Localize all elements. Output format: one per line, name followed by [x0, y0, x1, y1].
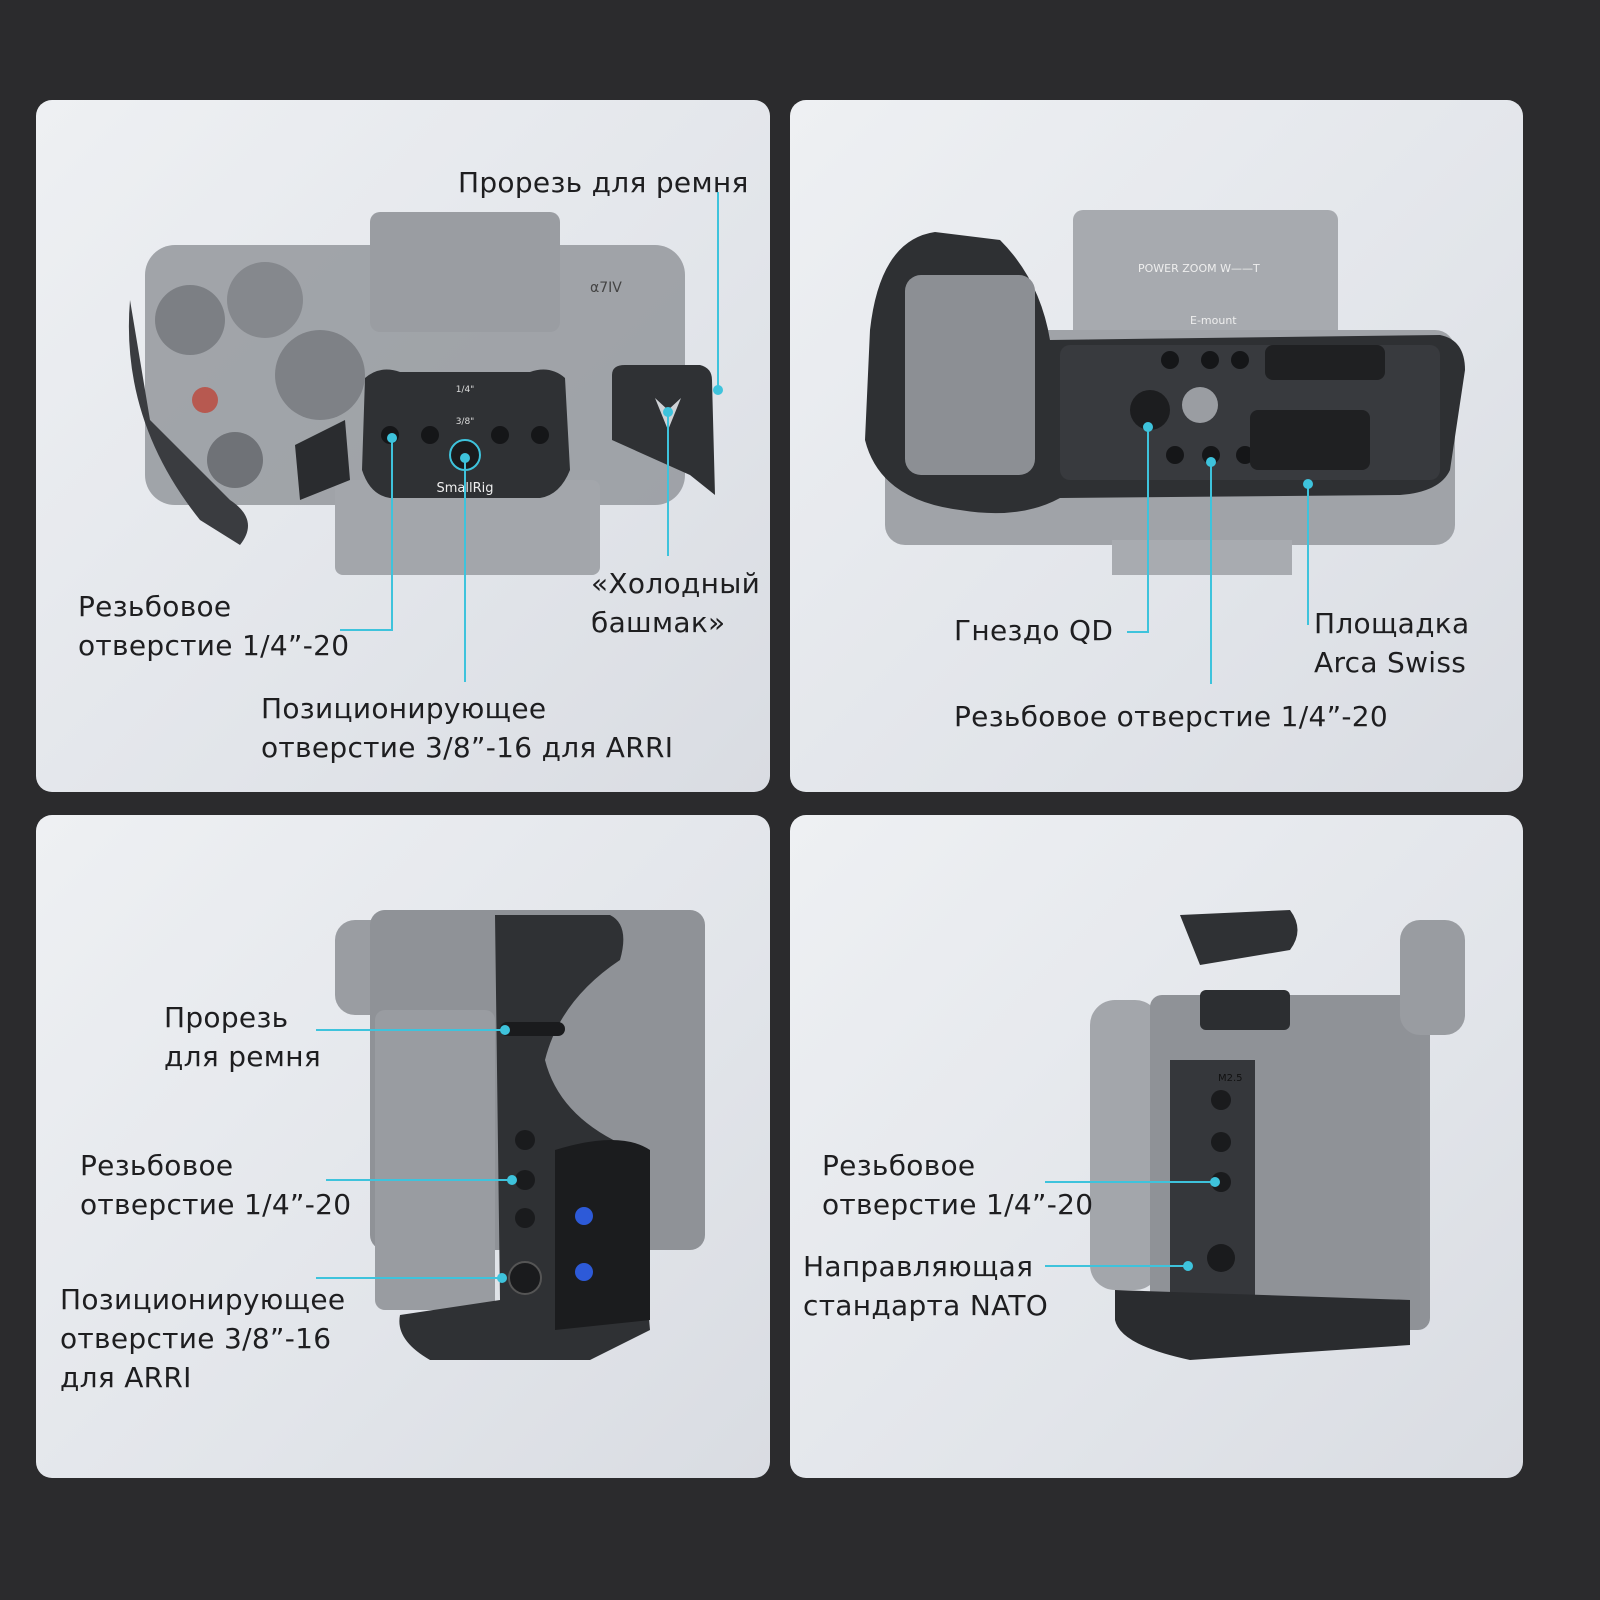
camera-top-view: 1/4" 3/8" SmallRig α7IV [128, 212, 715, 575]
lens-text: POWER ZOOM W——T [1138, 262, 1260, 275]
label-cold-shoe: «Холодный башмак» [591, 567, 761, 639]
label-strap-slot-top: Прорезь для ремня [458, 166, 749, 199]
engraving-3-8: 3/8" [456, 417, 475, 427]
label-arri-hole-top-left: Позиционирующее отверстие 3/8”-16 для AR… [261, 692, 674, 764]
camera-bottom-view: POWER ZOOM W——T E-mount [865, 210, 1465, 575]
label-thread-1-4-bottom-left: Резьбовое отверстие 1/4”-20 [80, 1149, 352, 1221]
engraving-m25: M2.5 [1218, 1073, 1243, 1084]
callout-lines [316, 192, 1309, 1279]
label-strap-slot-bottom: Прорезь для ремня [164, 1001, 321, 1073]
label-thread-1-4-bottom-right: Резьбовое отверстие 1/4”-20 [822, 1149, 1094, 1221]
camera-model: α7IV [590, 280, 622, 296]
label-thread-1-4-top-left: Резьбовое отверстие 1/4”-20 [78, 590, 350, 662]
camera-side-nato: M2.5 [1090, 910, 1465, 1360]
label-qd-socket: Гнездо QD [954, 614, 1114, 647]
label-thread-1-4-top-right: Резьбовое отверстие 1/4”-20 [954, 700, 1389, 733]
mount-text: E-mount [1190, 314, 1237, 327]
camera-side-grip [335, 910, 705, 1360]
label-nato-rail: Направляющая стандарта NATO [803, 1250, 1049, 1322]
label-arri-hole-bottom-left: Позиционирующее отверстие 3/8”-16 для AR… [60, 1283, 346, 1394]
label-arca-plate: Площадка Arca Swiss [1314, 607, 1470, 679]
engraving-1-4: 1/4" [456, 385, 475, 395]
callout-dots [387, 385, 1313, 1283]
